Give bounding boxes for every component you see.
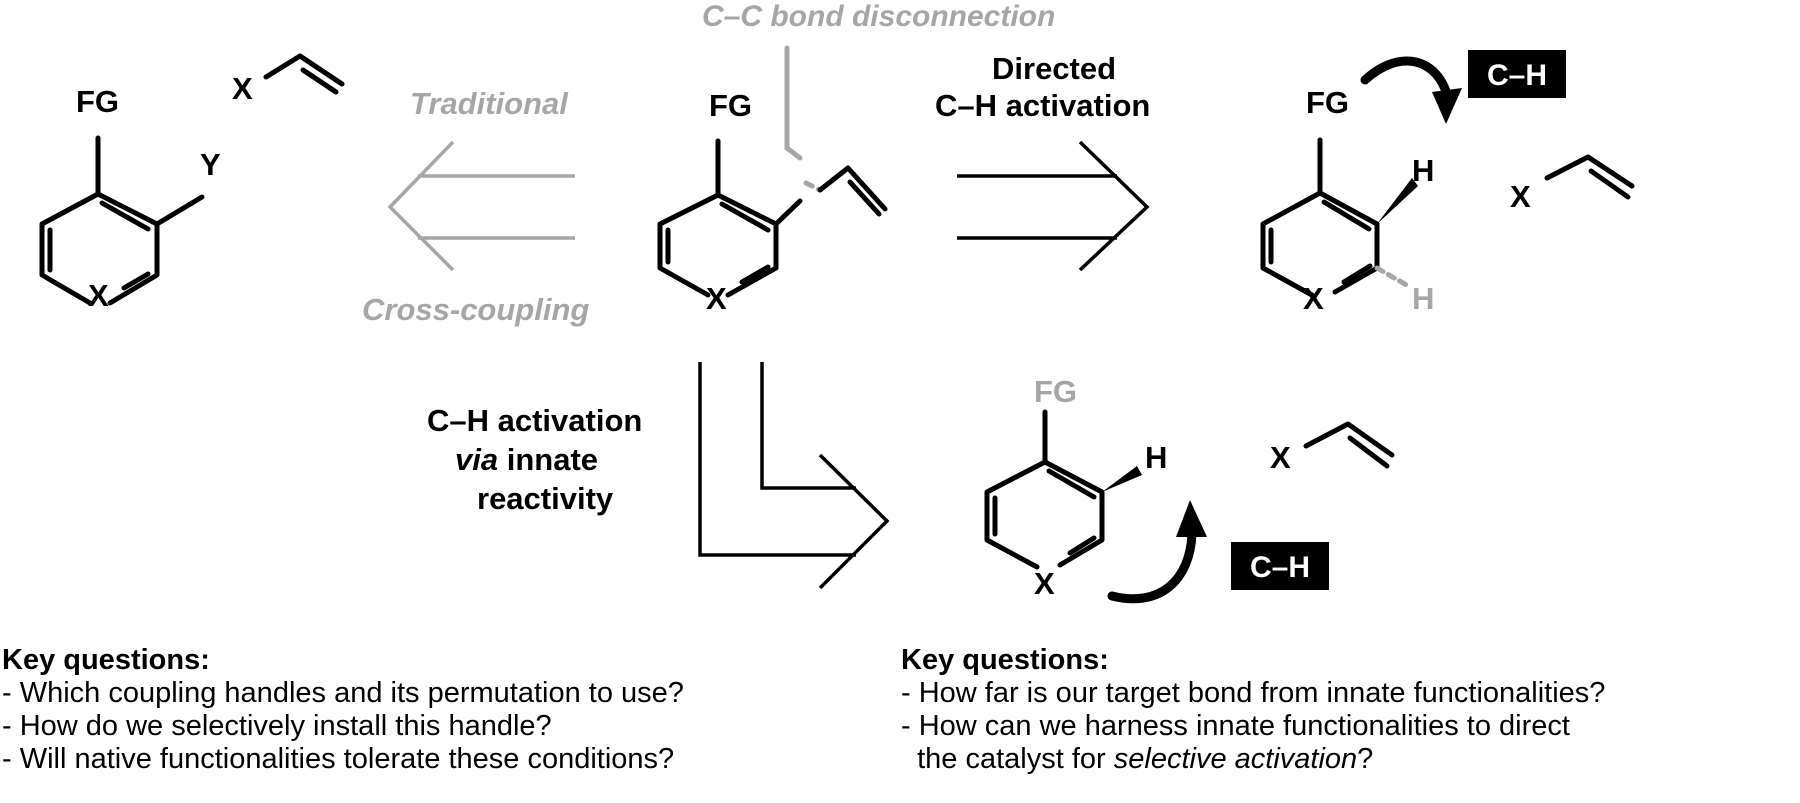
right-question-3-italic: selective activation [1113, 743, 1358, 775]
left-vinyl-x: X [232, 53, 345, 106]
bottom-vinyl-x-label: X [1270, 440, 1291, 475]
fg-label: FG [76, 84, 119, 119]
ch-box-innate-label: C–H [1250, 551, 1310, 584]
bottom-h-label: H [1145, 440, 1167, 475]
right-h-top: H [1412, 153, 1434, 188]
bottom-vinyl-x: X [1270, 421, 1395, 475]
retro-arrow-directed [957, 140, 1150, 272]
bottom-molecule-innate: FG H X [984, 374, 1167, 601]
innate-label-innate: innate [498, 442, 598, 477]
vinyl-x-label: X [232, 71, 253, 106]
right-question-2: - How can we harness innate functionalit… [901, 710, 1570, 742]
y-label: Y [200, 147, 221, 182]
cross-coupling-label: Cross-coupling [362, 292, 589, 327]
traditional-label: Traditional [410, 86, 569, 121]
innate-label-line3: reactivity [477, 481, 614, 516]
left-question-2: - How do we selectively install this han… [2, 710, 552, 742]
right-x-label: X [1303, 281, 1324, 316]
directed-label-line2: C–H activation [935, 88, 1150, 123]
right-question-3-post: ? [1357, 743, 1374, 775]
retro-arrow-innate [698, 362, 890, 590]
right-vinyl-x-label: X [1510, 179, 1531, 214]
right-question-3: the catalyst for selective activation? [901, 743, 1605, 776]
right-questions-title: Key questions: [901, 644, 1109, 676]
ch-box-directed-label: C–H [1487, 59, 1547, 92]
right-molecule-directed: FG H H X [1260, 85, 1434, 316]
innate-label-line2: via innate [455, 442, 598, 477]
left-key-questions: Key questions: - Which coupling handles … [2, 644, 684, 776]
left-molecule-aryl-y: FG Y X [39, 84, 221, 313]
right-fg-label: FG [1306, 85, 1349, 120]
right-question-1: - How far is our target bond from innate… [901, 677, 1606, 709]
target-fg-label: FG [709, 88, 752, 123]
innate-label-line1: C–H activation [427, 403, 642, 438]
disconnection-label: C–C bond disconnection [702, 0, 1055, 33]
right-key-questions: Key questions: - How far is our target b… [901, 644, 1605, 776]
right-question-3-pre: the catalyst for [901, 743, 1114, 775]
retro-arrow-cross-coupling [387, 140, 575, 272]
innate-label-via: via [455, 442, 498, 477]
right-h-bottom: H [1412, 281, 1434, 316]
left-question-1: - Which coupling handles and its permuta… [2, 677, 684, 709]
directed-label-line1: Directed [992, 51, 1116, 86]
directed-curved-arrow [1360, 56, 1462, 124]
ch-box-directed: C–H [1468, 50, 1566, 98]
bottom-x-label: X [1034, 566, 1055, 601]
right-vinyl-x: X [1510, 154, 1635, 214]
ch-box-innate: C–H [1231, 542, 1329, 590]
bottom-fg-label: FG [1034, 374, 1077, 409]
target-x-label: X [706, 281, 727, 316]
left-question-3: - Will native functionalities tolerate t… [2, 743, 675, 775]
innate-curved-arrow [1107, 500, 1207, 604]
x-label: X [88, 278, 109, 313]
left-questions-title: Key questions: [2, 644, 210, 676]
target-molecule: FG X [657, 88, 888, 316]
